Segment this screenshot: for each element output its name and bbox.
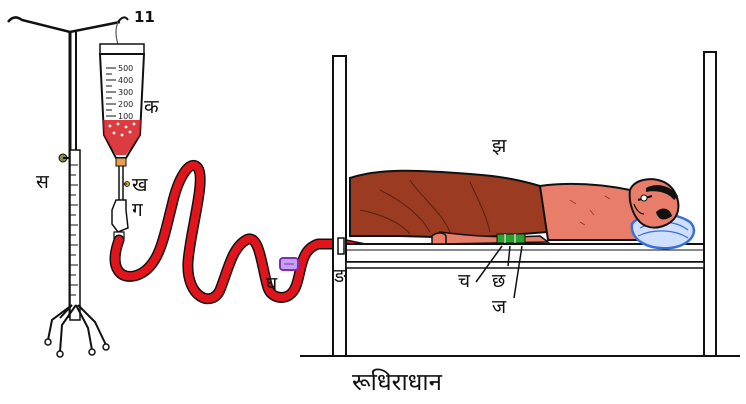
label-chha: छ <box>492 270 506 292</box>
label-ga: ग <box>132 199 143 221</box>
label-sa: स <box>36 171 50 193</box>
label-ka: क <box>144 96 159 118</box>
label-kha: ख <box>132 174 148 196</box>
label-cha: च <box>458 270 471 292</box>
scale-400: 400 <box>118 76 133 85</box>
drip-set <box>111 166 130 241</box>
scale-100: 100 <box>118 112 133 121</box>
figure-caption: रूधिराधान <box>352 368 443 396</box>
bandage <box>496 233 526 244</box>
patient <box>349 169 696 250</box>
scale-300: 300 <box>118 88 133 97</box>
label-ja: ज <box>492 296 507 318</box>
scale-200: 200 <box>118 100 133 109</box>
drip-chamber <box>111 199 129 233</box>
label-jha: झ <box>492 135 507 157</box>
blood-bottle: 500 400 300 200 100 <box>98 21 146 167</box>
bed <box>300 51 740 357</box>
tube-clamp <box>337 237 345 255</box>
blanket <box>349 169 550 240</box>
blood-in-bottle <box>103 120 141 155</box>
figure-number: 11 <box>134 8 155 26</box>
label-gha: घ <box>266 273 278 295</box>
scale-500: 500 <box>118 64 133 73</box>
iv-stand <box>7 16 129 358</box>
pointer-lines <box>475 245 523 299</box>
label-nga: ङ <box>333 265 347 287</box>
